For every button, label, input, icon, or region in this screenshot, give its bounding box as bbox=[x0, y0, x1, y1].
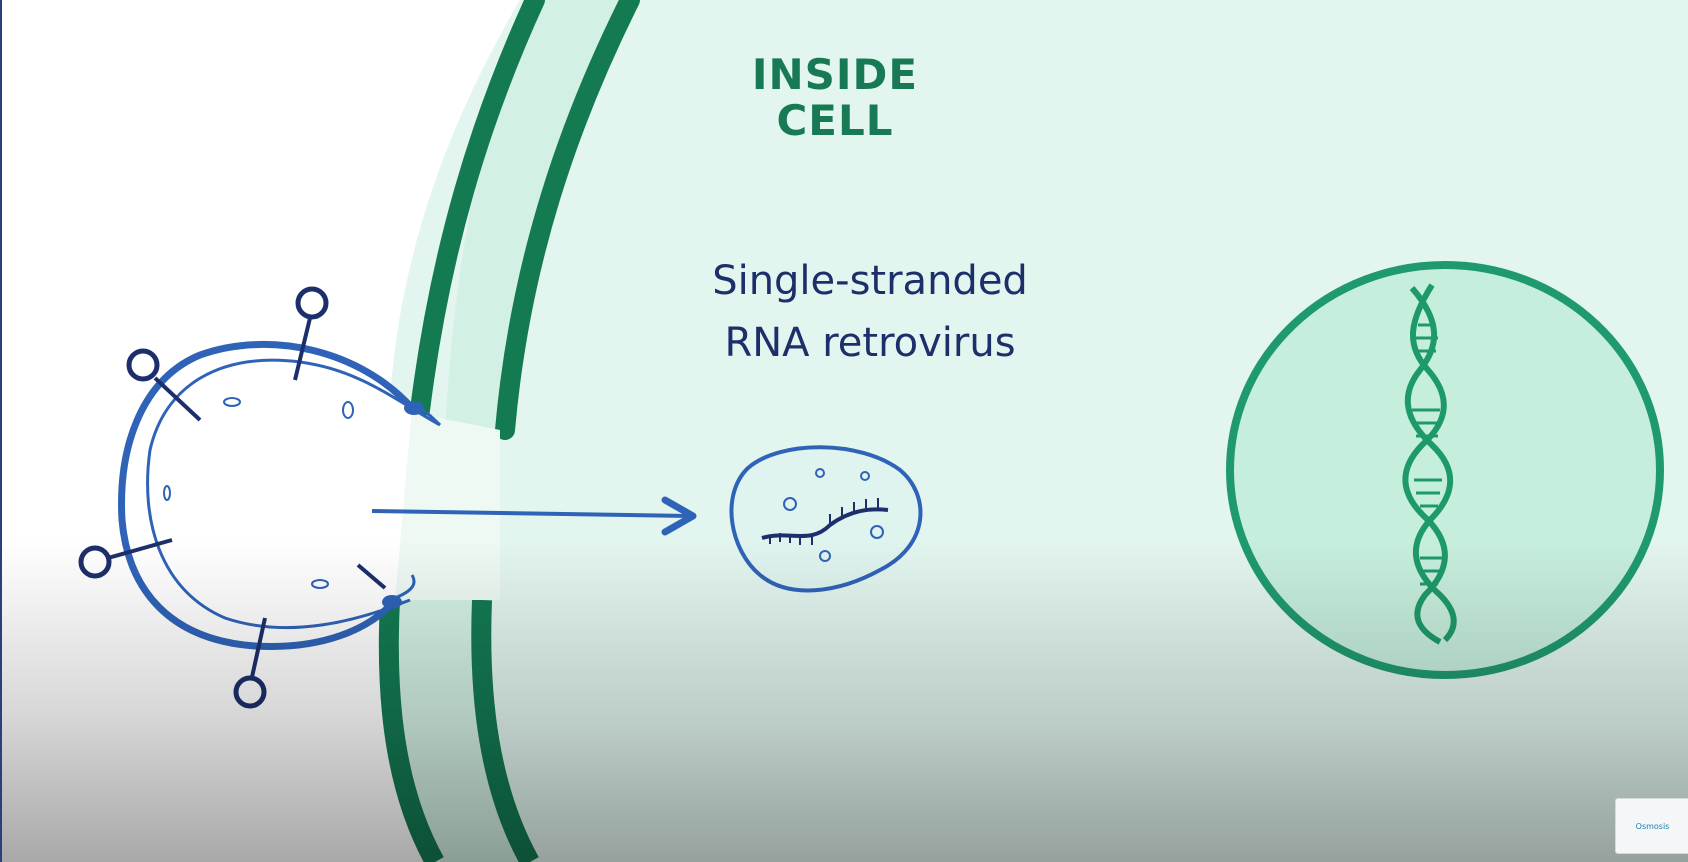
left-border bbox=[0, 0, 2, 862]
osmosis-logo: Osmosis bbox=[1615, 798, 1688, 854]
virus-icon bbox=[78, 286, 442, 709]
capsid-particle bbox=[815, 468, 825, 478]
virus-particle bbox=[311, 579, 329, 589]
inside-cell-label: INSIDE CELL bbox=[751, 50, 919, 145]
virus-particle bbox=[223, 397, 241, 407]
virus-spike-head bbox=[233, 675, 267, 709]
virus-spike-head bbox=[126, 348, 160, 382]
virus-particle bbox=[342, 401, 354, 419]
cell-membrane-outer-lower bbox=[378, 599, 444, 862]
rna-bases bbox=[769, 498, 879, 545]
virus-spike bbox=[153, 376, 202, 422]
cell-membrane-inner-layer-lower bbox=[398, 600, 520, 862]
membrane-junction bbox=[404, 401, 424, 415]
capsid-particle bbox=[783, 497, 797, 511]
virus-spike-head bbox=[78, 545, 112, 579]
virus-envelope-outer bbox=[118, 341, 415, 651]
virus-type-label: Single-stranded RNA retrovirus bbox=[712, 258, 1028, 366]
arrow-shaft bbox=[371, 509, 691, 518]
cell-membrane-outer bbox=[410, 0, 545, 420]
rna-backbone bbox=[761, 507, 889, 540]
rna-strand-icon bbox=[761, 498, 889, 545]
arrow-right-icon bbox=[371, 496, 697, 536]
virus-spike bbox=[107, 538, 173, 560]
virus-spike bbox=[250, 617, 267, 678]
virus-particle bbox=[163, 485, 171, 501]
capsid-particle bbox=[870, 525, 884, 539]
dna-strand-b bbox=[1402, 283, 1448, 645]
dna-strand-a bbox=[1404, 286, 1457, 643]
fusion-pore bbox=[384, 410, 500, 600]
membrane-contact bbox=[399, 398, 442, 427]
virus-envelope-inner bbox=[146, 358, 441, 630]
virus-spike-head bbox=[295, 286, 329, 320]
nucleus bbox=[1226, 261, 1664, 679]
dna-double-helix-icon bbox=[1402, 283, 1457, 645]
cell-membrane-inner-lower bbox=[471, 599, 539, 862]
virus-spike bbox=[356, 563, 387, 590]
capsid bbox=[729, 445, 923, 593]
dna-base-pairs bbox=[1412, 323, 1444, 586]
membrane-contact bbox=[394, 574, 416, 600]
cell-membrane-inner bbox=[495, 0, 640, 440]
capsid-particle bbox=[860, 471, 870, 481]
membrane-junction bbox=[382, 595, 402, 609]
arrow-head bbox=[661, 496, 697, 536]
capsid-outline bbox=[729, 445, 923, 593]
capsid-particle bbox=[819, 550, 831, 562]
osmosis-logo-text: Osmosis bbox=[1635, 821, 1670, 831]
nucleus-membrane bbox=[1226, 261, 1664, 679]
virus-spike bbox=[293, 317, 312, 381]
